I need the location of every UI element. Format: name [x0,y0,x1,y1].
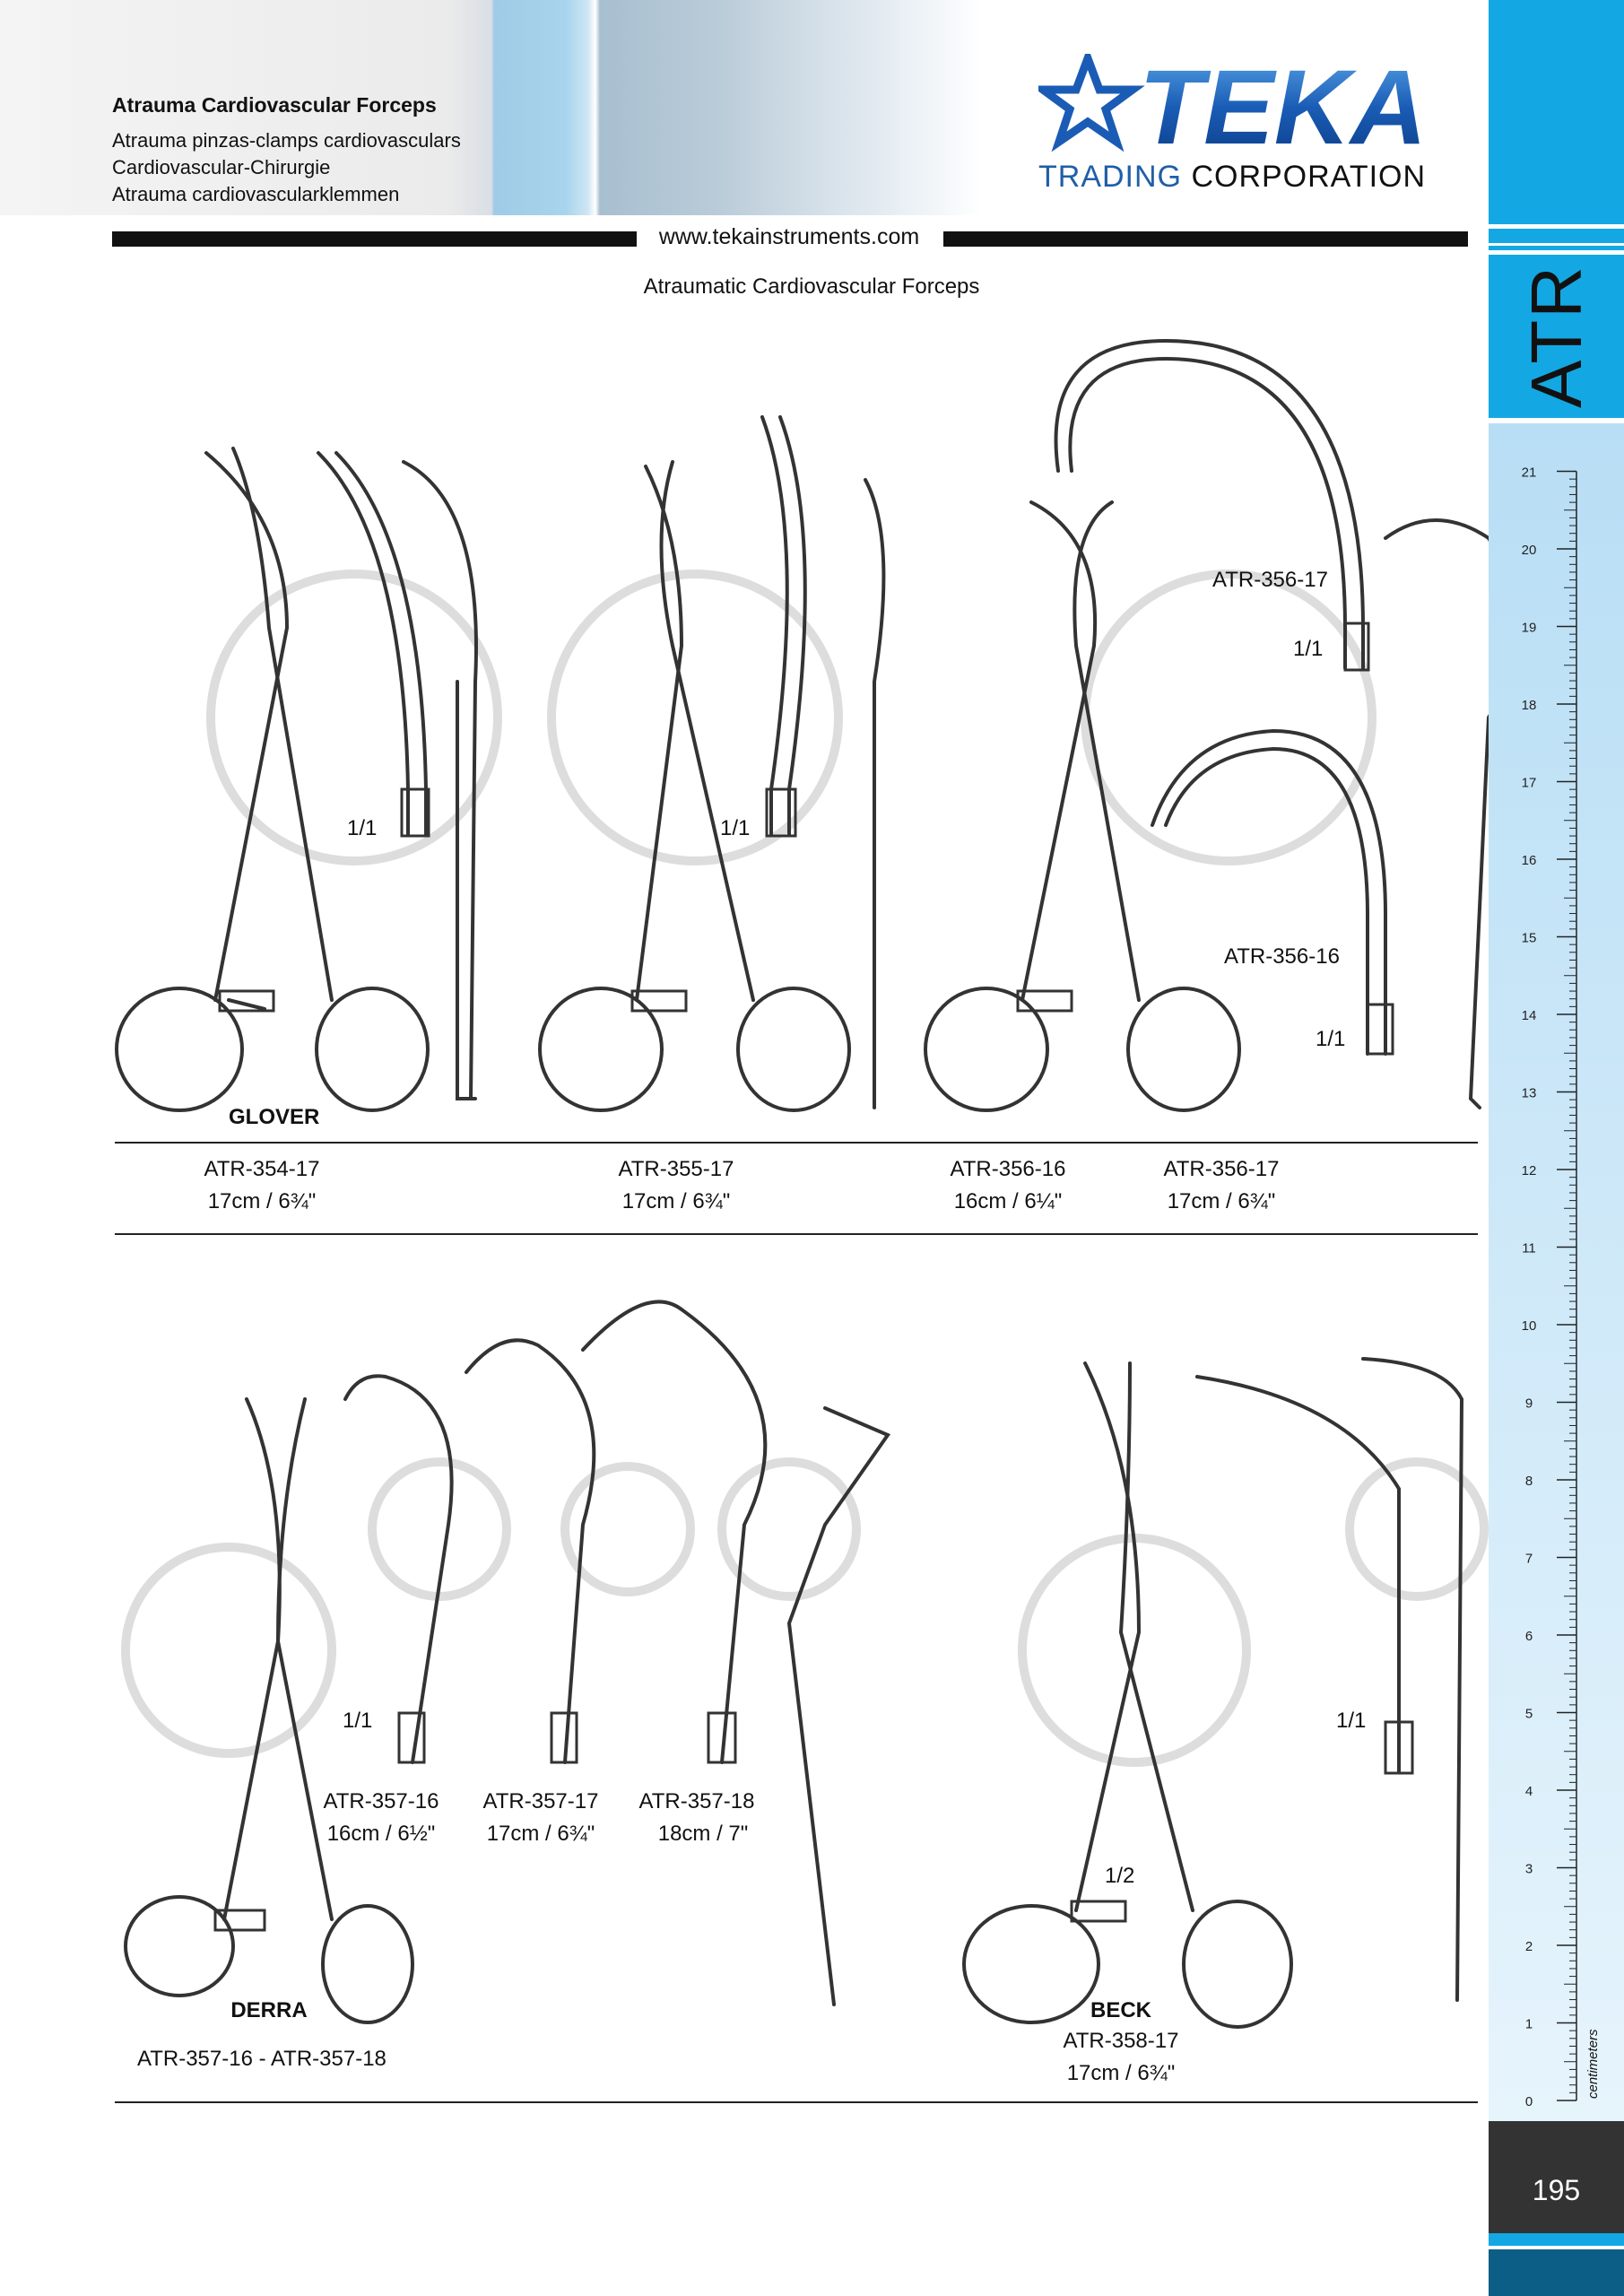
header-rule-right [943,231,1468,247]
beck-forceps [962,1361,1293,2029]
page-title: Atrauma Cardiovascular Forceps [112,93,437,117]
scale-mark: 1/1 [720,816,751,840]
callout-atr-356-16: ATR-356-16 [1224,944,1340,969]
ruler-label: 1 [1525,2017,1533,2032]
logo-wordmark: TEKA [1139,54,1427,152]
teka-logo: TEKA [1038,54,1427,152]
item-code: ATR-356-16 [950,1157,1066,1181]
item-code: ATR-354-17 [204,1157,320,1181]
derra-jaw-details [343,1300,891,2006]
beck-jaw-detail [1195,1357,1464,2002]
sidebar-tab: ATR [1489,255,1624,418]
atr356-16-jaw-detail [1151,518,1489,1109]
derra-forceps [124,1397,414,2024]
ruler-label: 21 [1522,465,1537,481]
ruler-label: 19 [1522,621,1537,636]
derra-range: ATR-357-16 - ATR-357-18 [137,2047,386,2071]
subtitle-nl: Atrauma cardiovascularklemmen [112,183,400,205]
header-rule-left [112,231,637,247]
ruler-label: 8 [1525,1474,1533,1489]
header-background [0,0,1489,215]
ruler-label: 10 [1522,1318,1537,1334]
item-size: 17cm / 6¾" [621,1189,731,1213]
footer-block [1489,2249,1624,2296]
section-heading: Atraumatic Cardiovascular Forceps [643,274,980,299]
page-number: 195 [1532,2174,1581,2206]
website-url[interactable]: www.tekainstruments.com [658,224,920,249]
ruler-label: 0 [1525,2094,1533,2109]
item-size: 17cm / 6¾" [1066,2061,1176,2085]
ruler-label: 2 [1525,1939,1533,1954]
glover-jaw-detail [317,451,478,1100]
ruler-label: 14 [1522,1008,1537,1023]
glover-forceps [115,447,430,1112]
subtitle-de: Cardiovascular-Chirurgie [112,156,331,178]
item-code: ATR-357-18 [638,1789,755,1813]
ruler-label: 4 [1525,1784,1533,1799]
ruler-label: 17 [1522,776,1537,791]
divider [115,1142,1478,1144]
divider [115,2101,1478,2103]
item-size: 18cm / 7" [657,1822,749,1846]
ruler-label: 7 [1525,1552,1533,1567]
item-size: 17cm / 6¾" [1167,1189,1276,1213]
atr355-forceps [538,460,851,1112]
atr356-forceps [924,500,1241,1112]
instrument-name-beck: BECK [1090,1998,1151,2022]
scale-mark: 1/1 [1293,637,1324,661]
ruler-label: 20 [1522,543,1537,558]
instrument-name-glover: GLOVER [229,1105,320,1129]
ruler-label: 3 [1525,1862,1533,1877]
item-size: 17cm / 6¾" [486,1822,595,1846]
ruler-label: 5 [1525,1707,1533,1722]
star-icon [1038,54,1145,152]
ruler-label: 15 [1522,931,1537,946]
scale-mark: 1/1 [1336,1709,1367,1733]
instrument-name-derra: DERRA [230,1998,308,2022]
scale-mark: 1/1 [343,1709,373,1733]
atr355-jaw-detail [760,415,886,1109]
item-code: ATR-358-17 [1063,2029,1179,2053]
sidebar-top-block [1489,0,1624,224]
callout-atr-356-17: ATR-356-17 [1212,568,1328,592]
ruler-label: 11 [1522,1241,1536,1257]
item-size: 17cm / 6¾" [207,1189,317,1213]
item-code: ATR-355-17 [618,1157,734,1181]
sidebar-stripe-thin [1489,246,1624,250]
scale-mark: 1/1 [347,816,378,840]
ruler-label: 13 [1522,1086,1537,1101]
subtitle-es: Atrauma pinzas-clamps cardiovasculars [112,129,461,152]
sidebar-stripe [1489,229,1624,243]
ruler-panel [1489,423,1624,2121]
footer-stripe [1489,2233,1624,2246]
sidebar-tab-label: ATR [1515,264,1596,409]
atr356-17-jaw-detail [1054,338,1370,672]
item-code: ATR-357-16 [323,1789,439,1813]
scale-mark: 1/1 [1316,1027,1346,1051]
item-code: ATR-357-17 [482,1789,599,1813]
divider [115,1233,1478,1235]
logo-subtitle: TRADING CORPORATION [1038,160,1427,194]
item-size: 16cm / 6¼" [953,1189,1063,1213]
page-number-panel [1489,2121,1624,2233]
ruler-label: 18 [1522,698,1537,713]
ruler-label: 6 [1525,1629,1533,1644]
item-size: 16cm / 6½" [326,1822,436,1846]
item-code: ATR-356-17 [1163,1157,1280,1181]
instrument-illustrations [115,338,1489,2029]
watermark-seals [121,570,1489,1767]
ruler-label: 16 [1522,853,1537,868]
ruler-label: 12 [1522,1163,1537,1178]
scale-mark: 1/2 [1105,1864,1135,1888]
ruler-label: 9 [1525,1396,1533,1412]
ruler-unit: centimeters [1585,2029,1601,2099]
